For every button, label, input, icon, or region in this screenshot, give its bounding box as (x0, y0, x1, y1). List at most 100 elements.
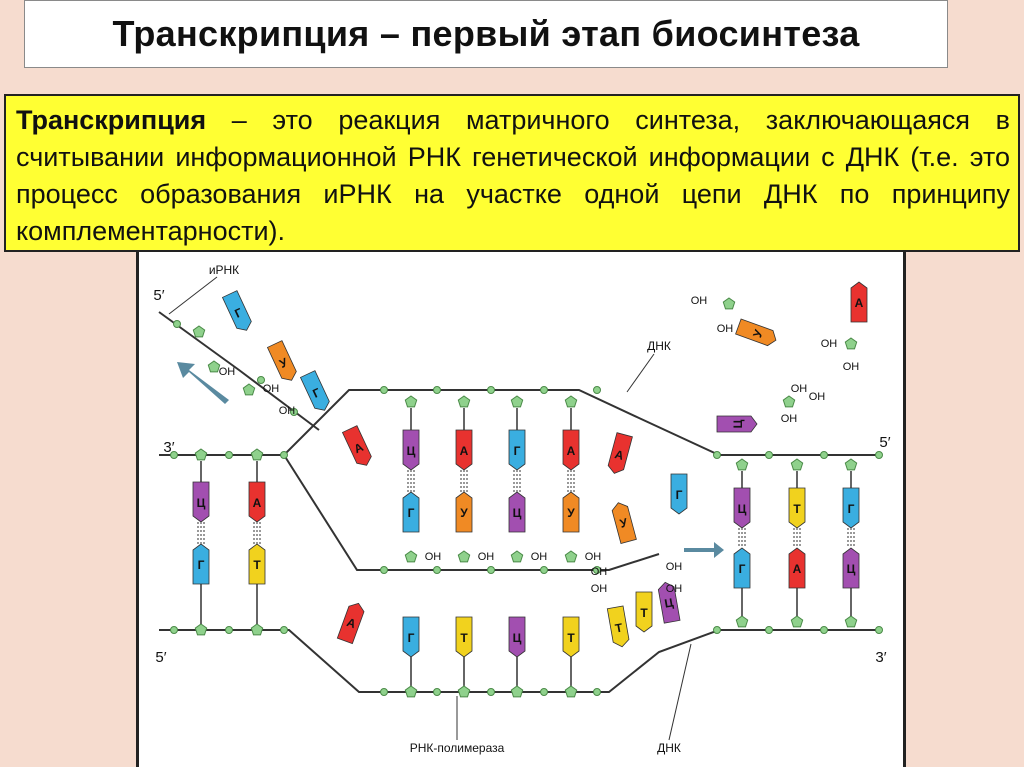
five-prime-label: 5′ (879, 434, 890, 451)
dna-label: ДНК (657, 741, 681, 755)
base-letter: А (855, 296, 864, 310)
base-shape (850, 281, 868, 323)
base-shape (455, 491, 473, 533)
oh-label: OH (219, 366, 236, 378)
nucleotide-base: А (248, 481, 266, 523)
sugar-pentagon (250, 448, 264, 461)
nucleotide-base: Ц (733, 487, 751, 529)
sugar-pentagon (844, 615, 858, 628)
oh-label: OH (478, 551, 495, 563)
nucleotide-base: Ц (192, 481, 210, 523)
free-nucleotide: Ц (716, 415, 758, 433)
oh-label: OH (821, 338, 838, 350)
phosphate-dot (433, 688, 441, 696)
base-letter: Г (514, 444, 521, 458)
phosphate-dot (820, 451, 828, 459)
base-shape (842, 547, 860, 589)
nucleotide-base: Г (402, 616, 420, 658)
base-shape (735, 318, 777, 347)
phosphate-dot (540, 386, 548, 394)
phosphate-dot (593, 386, 601, 394)
base-letter: А (567, 444, 576, 458)
nucleotide-base: А (455, 429, 473, 471)
phosphate-dot (765, 451, 773, 459)
label-leader (668, 643, 692, 741)
direction-arrow (177, 362, 229, 404)
direction-arrow (684, 542, 724, 558)
oh-label: OH (279, 405, 296, 417)
oh-label: OH (717, 323, 734, 335)
base-letter: Т (253, 558, 261, 572)
base-letter: Т (640, 606, 648, 620)
sugar-pentagon (404, 395, 418, 408)
nucleotide-base: У (611, 502, 637, 544)
sugar-pentagon (207, 360, 221, 373)
sugar-pentagon (457, 550, 471, 563)
phosphate-dot (433, 386, 441, 394)
base-shape (562, 429, 580, 471)
sugar-pentagon (510, 550, 524, 563)
base-shape (716, 415, 758, 433)
base-letter: Ц (738, 502, 747, 516)
oh-label: OH (263, 383, 280, 395)
slide-title: Транскрипция – первый этап биосинтеза (112, 13, 860, 54)
base-letter: Ц (197, 496, 206, 510)
phosphate-dot (257, 376, 265, 384)
base-shape (657, 581, 681, 624)
base-shape (221, 290, 252, 331)
nucleotide-base: Ц (657, 581, 681, 624)
phosphate-dot (225, 451, 233, 459)
sugar-pentagon (404, 550, 418, 563)
nucleotide-base: Ц (508, 491, 526, 533)
oh-label: OH (809, 391, 826, 403)
phosphate-dot (487, 386, 495, 394)
free-nucleotide: Т (635, 591, 653, 633)
nucleotide-base: А (607, 432, 633, 474)
base-letter: Г (676, 488, 683, 502)
base-shape (733, 547, 751, 589)
phosphate-dot (170, 626, 178, 634)
base-shape (402, 491, 420, 533)
base-letter: Г (739, 562, 746, 576)
label-leader (168, 276, 218, 315)
base-letter: Г (848, 502, 855, 516)
sugar-pentagon (510, 395, 524, 408)
base-letter: А (613, 447, 625, 463)
nucleotide-base: Т (788, 487, 806, 529)
base-letter: А (253, 496, 262, 510)
nucleotide-base: Г (733, 547, 751, 589)
base-letter: У (567, 506, 575, 520)
five-prime-label: 5′ (153, 287, 164, 304)
phosphate-dot (593, 566, 601, 574)
nucleotide-base: Ц (402, 429, 420, 471)
base-shape (842, 487, 860, 529)
nucleotide-base: А (562, 429, 580, 471)
nucleotide-base: Ц (508, 616, 526, 658)
nucleotide-base: А (788, 547, 806, 589)
base-letter: Т (793, 502, 801, 516)
phosphate-dot (280, 626, 288, 634)
three-prime-label: 3′ (163, 439, 174, 456)
oh-label: OH (781, 413, 798, 425)
base-letter: Ц (663, 595, 674, 610)
phosphate-dot (875, 626, 883, 634)
base-shape (611, 502, 637, 544)
nucleotide-base: А (336, 602, 365, 645)
base-shape (455, 429, 473, 471)
sugar-pentagon (564, 395, 578, 408)
oh-label: OH (666, 583, 683, 595)
nucleotide-base: Г (221, 290, 252, 331)
base-shape (562, 491, 580, 533)
oh-label: OH (591, 566, 608, 578)
base-letter: Т (614, 620, 624, 635)
base-shape (402, 616, 420, 658)
sugar-pentagon (404, 685, 418, 698)
base-shape (788, 547, 806, 589)
oh-label: OH (585, 551, 602, 563)
base-shape (607, 432, 633, 474)
oh-label: OH (666, 561, 683, 573)
base-shape (733, 487, 751, 529)
label-leader (626, 353, 655, 393)
nucleotide-base: Г (670, 473, 688, 515)
oh-label: OH (843, 361, 860, 373)
